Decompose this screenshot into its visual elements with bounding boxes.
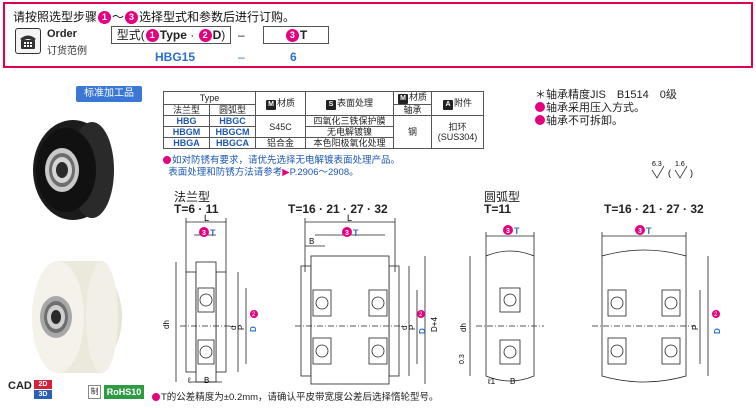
svg-text:ℓ1: ℓ1 xyxy=(487,377,496,386)
flange-t-small: T=6 · 11 xyxy=(174,202,219,216)
svg-text:3: 3 xyxy=(345,230,349,237)
svg-text:): ) xyxy=(690,168,693,178)
black-pulley-image xyxy=(33,120,114,220)
svg-text:(: ( xyxy=(668,168,671,178)
step-badge-3: 3 xyxy=(125,11,139,24)
svg-text:P: P xyxy=(237,325,246,330)
cad-2d-badge[interactable]: 2D xyxy=(34,380,52,389)
svg-text:d: d xyxy=(229,326,238,330)
page-ref-link[interactable]: P.2906～2908。 xyxy=(289,167,359,178)
svg-text:D: D xyxy=(249,326,258,332)
rohs-square-icon: 制 xyxy=(88,385,101,399)
th-type: Type xyxy=(163,91,256,105)
svg-text:P: P xyxy=(408,325,417,330)
pin-icon xyxy=(163,156,171,164)
svg-text:T: T xyxy=(646,226,652,236)
svg-text:D+4: D+4 xyxy=(430,317,439,332)
phone-order-icon xyxy=(15,28,41,54)
svg-text:D: D xyxy=(418,328,427,334)
arc-t-small: T=11 xyxy=(484,202,512,216)
svg-text:d: d xyxy=(400,326,409,330)
svg-text:L: L xyxy=(347,213,352,223)
svg-text:T: T xyxy=(514,226,520,236)
white-pulley-image xyxy=(32,261,122,373)
drawing-arc-large: 3 T P 2 D xyxy=(592,225,722,383)
svg-text:T: T xyxy=(210,228,216,238)
example-t: 6 xyxy=(290,50,297,64)
tolerance-note: T的公差精度为±0.2mm，请确认平皮带宽度公差后选择惰轮型号。 xyxy=(152,389,439,403)
svg-text:B: B xyxy=(309,237,314,246)
surface-finish-symbols: 6.3 ( 1.6 ) xyxy=(651,161,693,179)
svg-text:L: L xyxy=(204,213,209,223)
bearing-notes: ＊轴承精度JIS B1514 0级 轴承采用压入方式。 轴承不可拆卸。 xyxy=(535,89,677,127)
drawing-arc-small: 3 T dh 0.3 ℓ1 B xyxy=(459,225,544,386)
svg-text:P: P xyxy=(691,325,700,330)
standard-product-tag: 标准加工品 xyxy=(76,86,142,102)
svg-text:D: D xyxy=(713,328,722,334)
pin-icon xyxy=(152,393,160,401)
svg-text:B: B xyxy=(510,377,515,386)
page-ref-icon: ▶ xyxy=(282,167,290,178)
svg-text:3: 3 xyxy=(202,230,206,237)
svg-text:2: 2 xyxy=(252,312,256,318)
svg-text:1.6: 1.6 xyxy=(675,161,685,168)
pin-icon xyxy=(535,115,545,125)
svg-text:T: T xyxy=(353,228,359,238)
cad-label: CAD xyxy=(8,380,32,392)
svg-text:3: 3 xyxy=(638,228,642,235)
svg-text:2: 2 xyxy=(714,312,718,318)
example-dash: – xyxy=(238,50,245,64)
step-badge-1: 1 xyxy=(98,11,112,24)
pin-icon xyxy=(535,102,545,112)
rust-note: 如对防锈有要求，请优先选择无电解镀表面处理产品。 表面处理和防锈方法请参考▶P.… xyxy=(163,155,400,179)
table-row: HBG HBGC S45C 四氧化三铁保护膜 钢 扣环(SUS304) xyxy=(163,115,484,149)
example-model: HBG15 xyxy=(155,50,196,64)
svg-text:6.3: 6.3 xyxy=(652,161,662,168)
svg-text:3: 3 xyxy=(506,228,510,235)
svg-text:2: 2 xyxy=(419,312,423,318)
cad-3d-badge[interactable]: 3D xyxy=(34,390,52,399)
svg-text:dh: dh xyxy=(459,323,468,332)
drawing-flange-large: L B 3 T d P 2 D D+4 xyxy=(295,213,439,385)
table-row: HBGA HBGCA 铝合金 本色阳极氧化处理 xyxy=(163,137,484,149)
rohs-badge: RoHS10 xyxy=(104,385,144,399)
drawing-flange-small: L 3 T dh d P 2 D ℓ B xyxy=(162,213,258,385)
th-flange: 法兰型 xyxy=(163,104,210,116)
th-bearing: 轴承 xyxy=(393,104,432,116)
arc-t-large: T=16 · 21 · 27 · 32 xyxy=(604,202,704,216)
svg-text:B: B xyxy=(204,376,209,385)
th-arc: 圆弧型 xyxy=(209,104,256,116)
flange-type-title: 法兰型 xyxy=(174,190,211,204)
svg-text:ℓ: ℓ xyxy=(187,376,191,385)
arc-type-title: 圆弧型 xyxy=(484,190,521,204)
svg-text:0.3: 0.3 xyxy=(459,354,466,364)
flange-t-large: T=16 · 21 · 27 · 32 xyxy=(288,202,388,216)
order-title-en: Order xyxy=(47,28,77,40)
svg-text:dh: dh xyxy=(162,320,171,329)
spec-dash: – xyxy=(238,28,245,42)
order-title-cn: 订货范例 xyxy=(47,46,87,57)
